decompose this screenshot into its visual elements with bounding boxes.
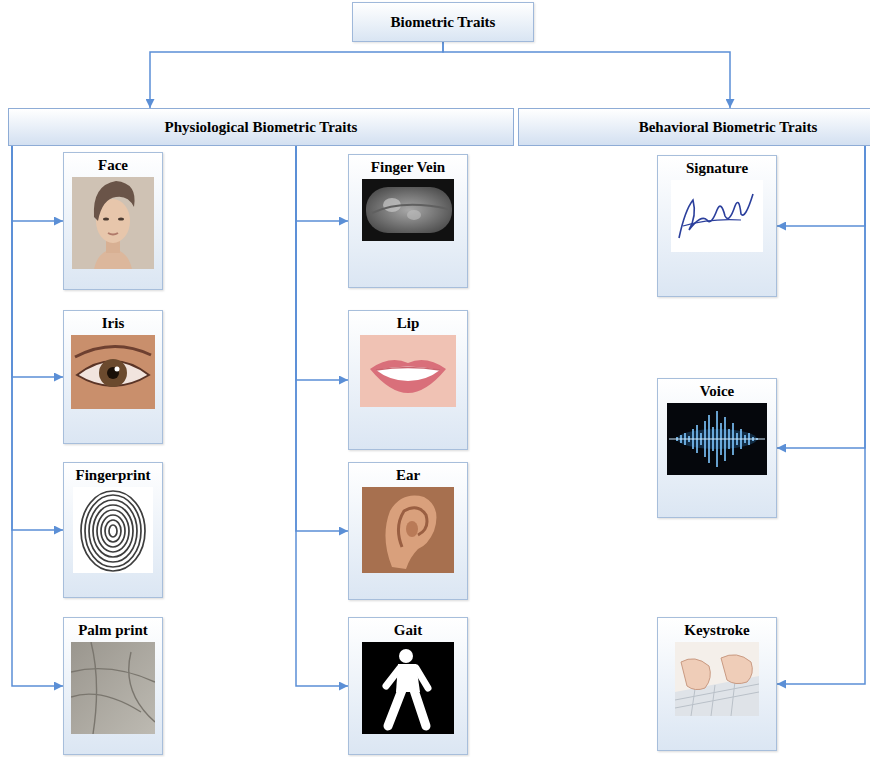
- trait-box: Keystroke: [657, 617, 777, 751]
- trait-label: Face: [98, 156, 128, 174]
- heading-label: Behavioral Biometric Traits: [639, 118, 818, 136]
- trait-label: Iris: [102, 314, 125, 332]
- root-box: Biometric Traits: [352, 2, 534, 42]
- connector-arrow: [296, 146, 348, 221]
- trait-label: Gait: [394, 621, 422, 639]
- category-band: Physiological Biometric Traits: [8, 108, 514, 146]
- voice-waveform: [667, 403, 767, 475]
- ear-picture: [362, 487, 454, 573]
- face-picture: [72, 177, 154, 269]
- trait-box: Ear: [348, 462, 468, 600]
- signature-picture: [671, 180, 763, 252]
- trait-label: Fingerprint: [76, 466, 151, 484]
- gait-silhouette: [362, 642, 454, 734]
- palm-print-picture: [71, 642, 155, 734]
- trait-box: Signature: [657, 155, 777, 297]
- trait-label: Lip: [397, 314, 420, 332]
- trait-box: Finger Vein: [348, 154, 468, 288]
- finger-vein-picture: [362, 179, 454, 241]
- trait-box: Palm print: [63, 617, 163, 755]
- keystroke-picture: [675, 642, 759, 716]
- category-band: Behavioral Biometric Traits: [518, 108, 870, 146]
- heading-label: Biometric Traits: [391, 13, 496, 31]
- connector-arrow: [12, 146, 63, 377]
- trait-label: Voice: [700, 382, 734, 400]
- iris-picture: [71, 335, 155, 409]
- connector-arrow: [12, 146, 63, 530]
- trait-label: Finger Vein: [371, 158, 445, 176]
- trait-box: Gait: [348, 617, 468, 755]
- trait-label: Ear: [396, 466, 420, 484]
- connector-arrow: [443, 42, 730, 108]
- connector-arrow: [777, 146, 865, 684]
- trait-box: Fingerprint: [63, 462, 163, 598]
- trait-label: Palm print: [78, 621, 148, 639]
- trait-box: Face: [63, 152, 163, 290]
- connector-arrow: [296, 146, 348, 531]
- connector-arrow: [777, 146, 865, 226]
- trait-box: Iris: [63, 310, 163, 444]
- trait-label: Signature: [686, 159, 748, 177]
- connector-arrow: [296, 146, 348, 380]
- trait-label: Keystroke: [684, 621, 750, 639]
- connector-arrow: [150, 42, 443, 108]
- connector-arrow: [296, 146, 348, 686]
- heading-label: Physiological Biometric Traits: [165, 118, 358, 136]
- connector-arrow: [777, 146, 865, 448]
- connector-arrow: [12, 146, 63, 221]
- lip-picture: [360, 335, 456, 407]
- connector-arrow: [12, 146, 63, 686]
- trait-box: Voice: [657, 378, 777, 518]
- fingerprint-picture: [73, 487, 153, 573]
- trait-box: Lip: [348, 310, 468, 450]
